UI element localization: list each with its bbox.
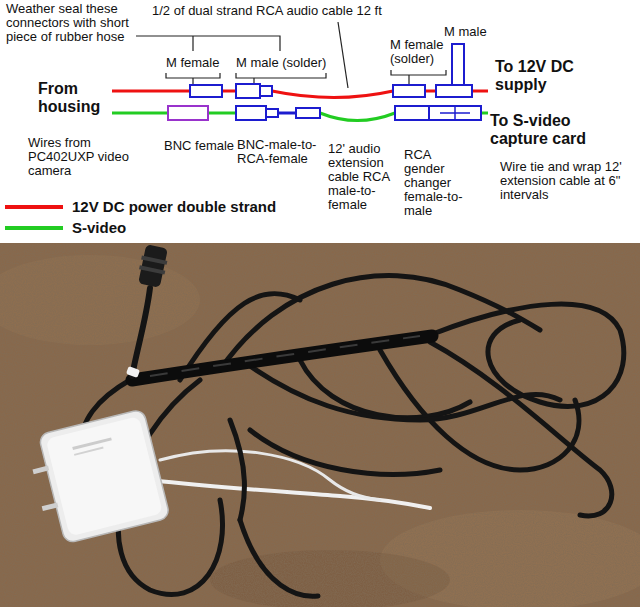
white-cable [160,451,380,500]
bracket [166,73,220,84]
annotation-label: From housing [38,80,113,116]
legend-line [5,226,63,230]
leader-line [338,22,348,88]
carpet [0,243,640,607]
connector-symbol [190,85,222,97]
cable-tie [126,366,140,378]
connector-symbol [395,106,429,120]
tape-highlight [150,336,420,376]
annotation-label: Wire tie and wrap 12' extension cable at… [500,160,622,202]
carpet-texture [0,243,640,607]
legend-line-sample [4,202,64,212]
legend-item: S-video [4,219,126,237]
adapter-print [72,437,112,450]
cable [300,360,470,418]
connector-symbol [436,85,472,97]
annotation-label: BNC-male-to-RCA-female [237,138,321,166]
bracket [236,73,326,83]
bnc-symbol [168,106,208,120]
annotation-label: M female [166,55,219,70]
wiring [112,22,488,121]
connector-symbol [296,108,320,118]
power-wire [112,91,488,98]
legend-label: S-video [72,219,126,237]
annotation-label: M male [444,24,487,39]
legend-line [5,205,63,209]
white-cable [150,480,430,508]
annotation-label: 12' audio extension cable RCA male-to-fe… [328,142,394,212]
cable [132,288,150,376]
adapter-print [74,447,104,456]
connector-symbol [260,86,272,96]
adapter-face [46,416,163,536]
legend-item: 12V DC power double strand [4,198,276,216]
adapter-prong [32,466,49,475]
annotation-label: To S-video capture card [490,112,602,148]
connector-symbol [236,84,260,98]
connector-detail [440,106,470,120]
connector-symbol [393,85,425,97]
annotation-label: To 12V DC supply [495,58,587,94]
cable-loops [83,276,624,597]
taped-bundle [132,336,432,380]
annotation-label: Weather seal these connectors with short… [6,2,134,44]
connector-symbol [266,109,278,117]
photo [0,243,640,607]
connector-symbol [429,106,481,120]
cable [430,342,612,516]
cable [240,520,318,596]
connector-symbol [236,106,266,120]
annotation-label: M female (solder) [390,38,448,66]
plug-rib [139,265,165,274]
annotation-label: M male (solder) [236,55,326,70]
power-adapter [25,409,170,547]
adapter-body [38,409,170,544]
cable [230,420,244,520]
legend-line-sample [4,223,64,233]
connector-symbol [452,44,464,85]
legend-label: 12V DC power double strand [72,198,276,216]
annotation-label: Wires from PC402UXP video camera [28,136,134,178]
leader-line [136,36,280,51]
annotation-label: RCA gender changer female-to-male [404,148,470,218]
cable [250,430,440,474]
cable [250,366,560,420]
plug-rib [141,255,167,264]
bracket [391,70,446,84]
adapter-prong [42,502,59,511]
camera-plug [138,244,168,288]
annotation-label: BNC female [164,138,234,153]
annotation-label: 1/2 of dual strand RCA audio cable 12 ft [152,3,382,18]
adapter-lead [278,112,296,115]
